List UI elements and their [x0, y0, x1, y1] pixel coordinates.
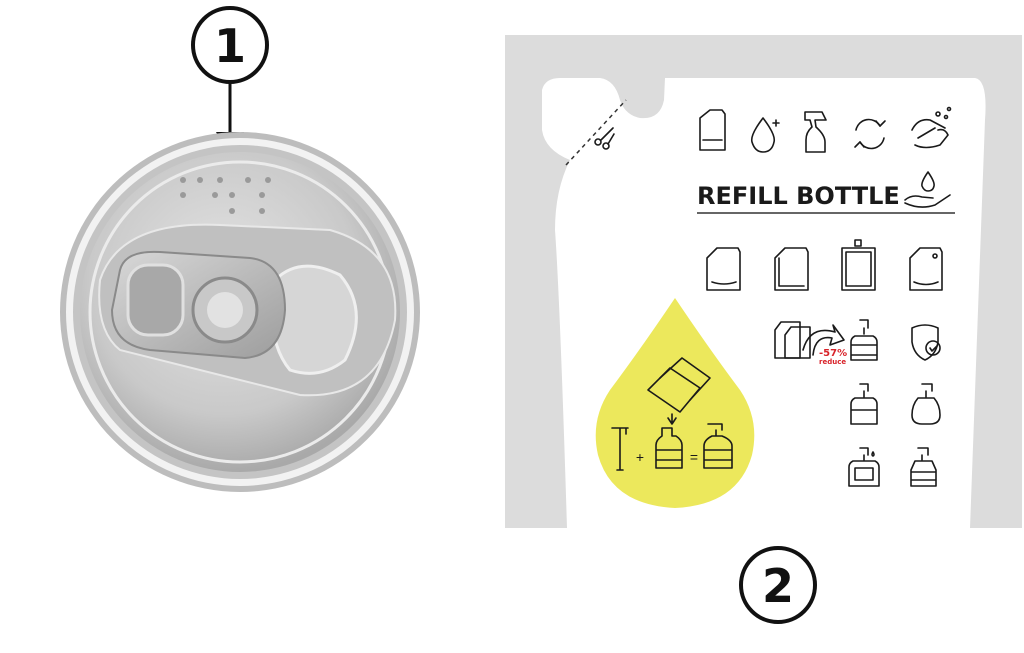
spray-bottle-icon	[804, 111, 827, 153]
shield-check-icon	[911, 324, 941, 361]
hand-drop-icon	[904, 171, 951, 208]
pouch-pouring-icon	[647, 357, 711, 425]
scissors-icon	[594, 127, 615, 150]
label-2: 2	[739, 546, 817, 624]
braille-dots	[180, 177, 271, 214]
tear-line	[565, 99, 627, 166]
water-drop-sparkle-icon	[750, 117, 780, 153]
label-1-text: 1	[214, 19, 246, 73]
pouch-icon	[699, 109, 726, 151]
reduction-label: reduce	[819, 358, 846, 366]
recycle-arrows-icon	[854, 118, 886, 150]
pump-icon	[611, 427, 629, 471]
pump-bottle-icon-2	[850, 383, 878, 425]
pump-bottle-icon-3	[910, 447, 937, 487]
pump-bottle-icon-1	[850, 319, 878, 361]
label-1: 1	[191, 6, 269, 84]
refill-bottle-icon	[655, 427, 683, 469]
pouch-icon-1	[706, 247, 741, 291]
pouch-icon-2	[774, 247, 809, 291]
soap-dispenser-drop-icon	[848, 447, 880, 487]
equals-sign: =	[690, 449, 698, 465]
reduce-pouches-arrow-icon	[774, 321, 845, 359]
pouch-icon-4	[909, 247, 943, 291]
pouch-title: REFILL BOTTLE	[697, 182, 900, 210]
pouch-icon-3	[841, 239, 876, 291]
refill-drop-graphic: + =	[595, 298, 755, 508]
washing-hands-icon	[911, 106, 952, 149]
reduction-percent: -57%	[819, 348, 847, 359]
refill-pouch: REFILL BOTTLE -57% reduce + =	[505, 35, 1022, 528]
plus-sign: +	[636, 449, 644, 465]
pull-tab	[110, 250, 287, 360]
label-2-text: 2	[762, 559, 794, 613]
soap-bottle-icon	[911, 383, 941, 425]
can-lid	[60, 132, 420, 492]
full-bottle-icon	[703, 423, 733, 469]
